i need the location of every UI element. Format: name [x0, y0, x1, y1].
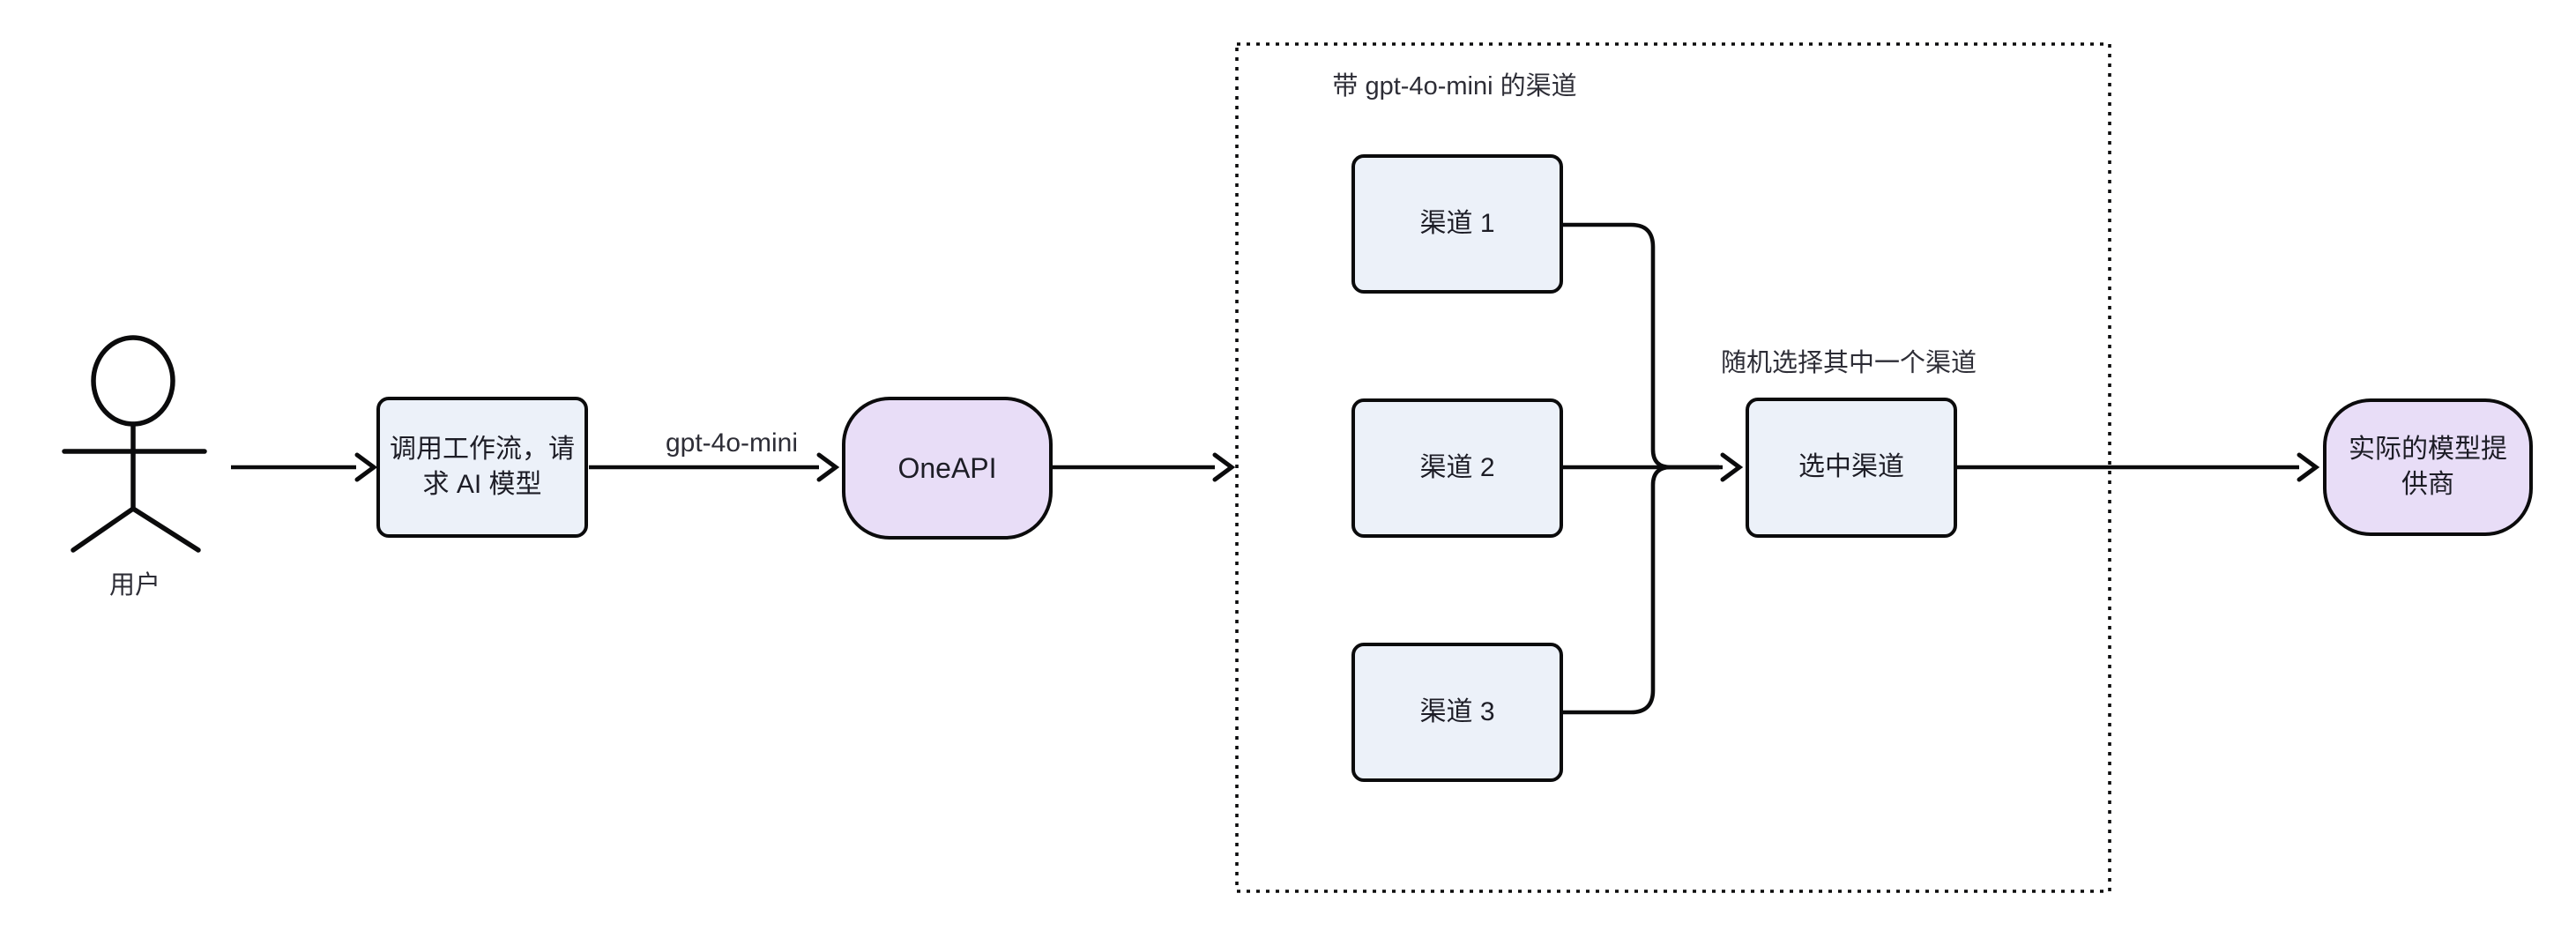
channel-group-border [1235, 42, 2111, 893]
actor-figure [62, 335, 207, 553]
node-channel-1: 渠道 1 [1351, 154, 1563, 294]
channel-group-title: 带 gpt-4o-mini 的渠道 [1332, 72, 1577, 100]
actor-head [91, 335, 175, 427]
node-model-provider-line1: 实际的模型提 [2349, 434, 2507, 464]
node-call-workflow-line2: 求 AI 模型 [422, 470, 542, 499]
node-oneapi-label: OneAPI [897, 451, 997, 484]
actor-leg-right [130, 506, 201, 553]
arrowhead [354, 452, 378, 482]
node-call-workflow: 调用工作流，请 求 AI 模型 [376, 397, 588, 538]
node-channel-3: 渠道 3 [1351, 643, 1563, 782]
arrowhead [1720, 452, 1744, 482]
arrowhead [816, 452, 840, 482]
arrowhead [2297, 452, 2320, 482]
actor-label: 用户 [108, 571, 160, 599]
node-channel-3-label: 渠道 3 [1419, 696, 1495, 726]
node-selected-channel: 选中渠道 [1746, 398, 1957, 538]
arrowhead [1212, 452, 1236, 482]
node-oneapi: OneAPI [842, 397, 1053, 540]
node-call-workflow-line1: 调用工作流，请 [390, 434, 575, 464]
actor-leg-left [71, 506, 136, 553]
node-selected-channel-label: 选中渠道 [1798, 452, 1904, 482]
node-channel-1-label: 渠道 1 [1419, 208, 1495, 238]
node-channel-2-label: 渠道 2 [1419, 452, 1495, 482]
node-model-provider: 实际的模型提 供商 [2323, 398, 2533, 536]
edge-channel3-to-selected [1563, 465, 1719, 715]
edge-label-model: gpt-4o-mini [665, 428, 799, 458]
edge-label-random-select: 随机选择其中一个渠道 [1720, 349, 1977, 377]
node-channel-2: 渠道 2 [1351, 398, 1563, 538]
node-model-provider-line2: 供商 [2401, 470, 2454, 499]
